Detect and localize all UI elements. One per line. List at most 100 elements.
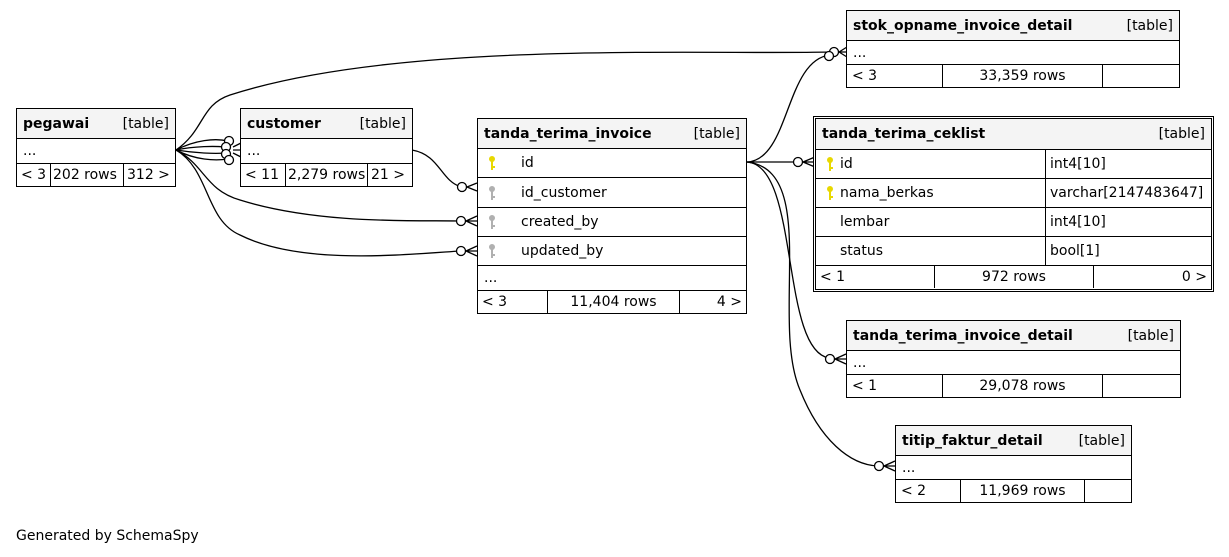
column-name: id [521, 155, 534, 171]
children-count[interactable] [1102, 65, 1179, 87]
table-header: stok_opname_invoice_detail [table] [847, 11, 1179, 41]
table-stok-opname-invoice-detail[interactable]: stok_opname_invoice_detail [table] ... <… [846, 10, 1180, 88]
table-kind: [table] [1158, 126, 1205, 142]
table-pegawai[interactable]: pegawai [table] ... < 3 202 rows 312 > [16, 108, 176, 187]
edge-pegawai-updated-by [175, 149, 461, 257]
column-name: id_customer [521, 184, 607, 201]
table-kind: [table] [693, 125, 740, 142]
column-row-status[interactable]: status bool[1] [816, 237, 1211, 266]
column-row-id-customer[interactable]: id_customer [478, 178, 746, 208]
table-header: tanda_terima_ceklist [table] [816, 119, 1211, 150]
table-tanda-terima-ceklist[interactable]: tanda_terima_ceklist [table] id int4[10]… [813, 116, 1214, 292]
edge-pegawai-stok-opname [175, 51, 831, 151]
parents-count[interactable]: < 11 [245, 167, 279, 183]
column-type: int4[10] [1045, 208, 1211, 236]
table-header: titip_faktur_detail [table] [896, 426, 1131, 456]
table-name[interactable]: tanda_terima_invoice_detail [853, 327, 1073, 344]
table-footer: < 3 202 rows 312 > [17, 164, 175, 186]
edge-pegawai-created-by [175, 149, 461, 222]
parents-count[interactable]: < 1 [852, 378, 878, 394]
children-count[interactable]: 312 > [123, 164, 175, 186]
row-count: 11,404 rows [547, 291, 679, 313]
columns-ellipsis: ... [17, 139, 175, 164]
column-name: status [840, 243, 884, 259]
table-footer: < 11 2,279 rows 21 > [241, 164, 412, 186]
column-row-nama-berkas[interactable]: nama_berkas varchar[2147483647] [816, 179, 1211, 208]
columns-ellipsis: ... [478, 266, 746, 291]
children-count[interactable] [1102, 375, 1180, 397]
children-count[interactable] [1084, 480, 1131, 502]
parents-count[interactable]: < 3 [852, 68, 878, 84]
ellipsis: ... [23, 143, 37, 159]
table-name[interactable]: stok_opname_invoice_detail [853, 17, 1073, 34]
foreign-key-icon [489, 244, 495, 258]
column-type: bool[1] [1045, 237, 1211, 265]
table-footer: < 1 29,078 rows [847, 375, 1180, 397]
edge-customer-id-customer [411, 149, 462, 188]
table-footer: < 2 11,969 rows [896, 480, 1131, 502]
row-count: 11,969 rows [960, 480, 1084, 502]
table-kind: [table] [359, 115, 406, 132]
row-count: 33,359 rows [942, 65, 1102, 87]
ellipsis: ... [853, 354, 867, 371]
column-row-id[interactable]: id [478, 149, 746, 178]
table-kind: [table] [122, 115, 169, 132]
ellipsis: ... [902, 459, 916, 476]
primary-key-icon [827, 186, 833, 200]
children-count[interactable]: 21 > [367, 164, 412, 186]
foreign-key-icon [489, 215, 495, 229]
column-name: nama_berkas [840, 185, 934, 201]
table-footer: < 3 33,359 rows [847, 65, 1179, 87]
parents-count[interactable]: < 3 [21, 167, 47, 183]
parents-count[interactable]: < 3 [482, 294, 508, 310]
generator-credit: Generated by SchemaSpy [16, 528, 199, 544]
ellipsis: ... [853, 44, 867, 61]
column-name: lembar [840, 214, 890, 230]
column-row-updated-by[interactable]: updated_by [478, 237, 746, 266]
column-type: varchar[2147483647] [1045, 179, 1211, 207]
columns-ellipsis: ... [896, 456, 1131, 480]
row-count: 202 rows [50, 164, 123, 186]
edge-invoice-titip-faktur [746, 161, 879, 467]
column-name: created_by [521, 214, 599, 230]
table-titip-faktur-detail[interactable]: titip_faktur_detail [table] ... < 2 11,9… [895, 425, 1132, 503]
foreign-key-icon [489, 186, 495, 200]
ellipsis: ... [247, 143, 261, 159]
table-name[interactable]: pegawai [23, 115, 90, 132]
table-header: customer [table] [241, 109, 412, 139]
column-name: updated_by [521, 243, 604, 259]
column-type: int4[10] [1045, 150, 1211, 178]
table-name[interactable]: tanda_terima_invoice [484, 125, 652, 142]
column-row-created-by[interactable]: created_by [478, 208, 746, 237]
primary-key-icon [489, 156, 495, 170]
columns-ellipsis: ... [847, 351, 1180, 375]
children-count[interactable]: 0 > [1093, 266, 1211, 288]
row-count: 972 rows [934, 266, 1093, 288]
parents-count[interactable]: < 2 [901, 483, 927, 499]
table-kind: [table] [1078, 432, 1125, 449]
table-footer: < 1 972 rows 0 > [816, 266, 1211, 288]
table-name[interactable]: tanda_terima_ceklist [822, 126, 986, 142]
row-count: 2,279 rows [285, 164, 367, 186]
primary-key-icon [827, 157, 833, 171]
table-tanda-terima-invoice-detail[interactable]: tanda_terima_invoice_detail [table] ... … [846, 320, 1181, 398]
table-name[interactable]: titip_faktur_detail [902, 432, 1043, 449]
table-header: tanda_terima_invoice [table] [478, 119, 746, 149]
parents-count[interactable]: < 1 [820, 269, 846, 285]
edge-invoice-stok-opname [746, 54, 831, 163]
table-tanda-terima-invoice[interactable]: tanda_terima_invoice [table] id id_custo… [477, 118, 747, 314]
table-customer[interactable]: customer [table] ... < 11 2,279 rows 21 … [240, 108, 413, 187]
table-kind: [table] [1127, 327, 1174, 344]
table-header: pegawai [table] [17, 109, 175, 139]
table-kind: [table] [1126, 17, 1173, 34]
table-header: tanda_terima_invoice_detail [table] [847, 321, 1180, 351]
children-count[interactable]: 4 > [679, 291, 746, 313]
column-name: id [840, 156, 853, 172]
ellipsis: ... [484, 270, 498, 286]
column-row-lembar[interactable]: lembar int4[10] [816, 208, 1211, 237]
column-row-id[interactable]: id int4[10] [816, 150, 1211, 179]
table-name[interactable]: customer [247, 115, 321, 132]
columns-ellipsis: ... [241, 139, 412, 164]
columns-ellipsis: ... [847, 41, 1179, 65]
